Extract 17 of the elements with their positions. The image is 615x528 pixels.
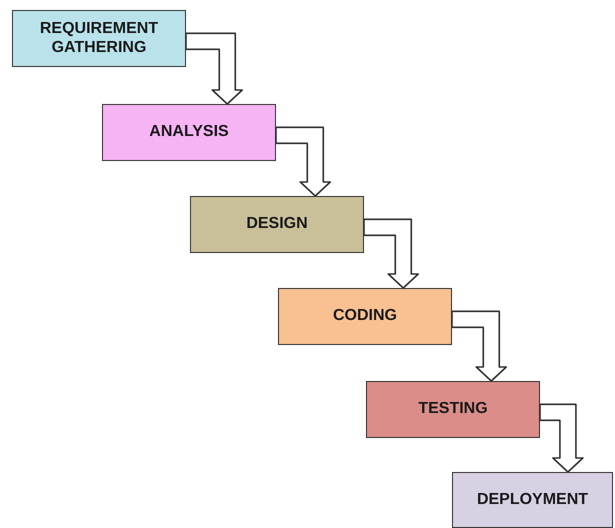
process-box [278, 288, 452, 345]
block-arrow [185, 32, 244, 105]
process-box [102, 104, 276, 161]
process-box [12, 10, 186, 67]
block-arrow [539, 404, 584, 473]
block-arrow [363, 218, 420, 289]
step-label: DESIGN [246, 215, 308, 234]
block-arrow [451, 310, 508, 382]
step-label: DEPLOYMENT [476, 490, 588, 510]
step-label: REQUIREMENT GATHERING [38, 20, 160, 57]
block-arrow [275, 126, 332, 197]
step-label: ANALYSIS [149, 123, 229, 142]
step-label: TESTING [418, 400, 488, 419]
process-box [366, 381, 540, 438]
step-label: CODING [333, 307, 397, 326]
process-box [452, 472, 613, 528]
process-box [190, 196, 364, 253]
